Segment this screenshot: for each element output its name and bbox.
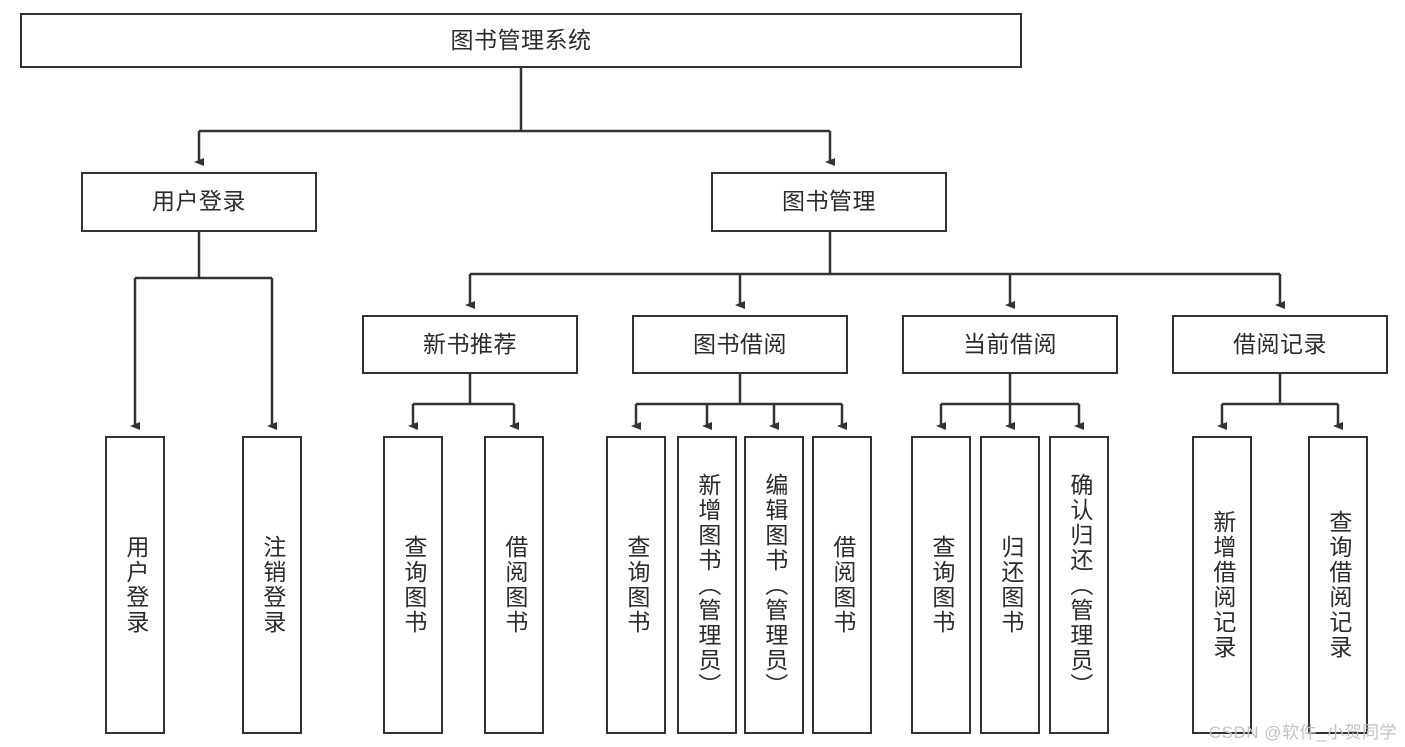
leaf-current-confirm-return-admin[interactable]: 确认归还（管理员） [1049, 436, 1109, 734]
node-book-borrow[interactable]: 图书借阅 [632, 315, 848, 374]
node-label: 注销登录 [259, 535, 286, 635]
leaf-record-query-record[interactable]: 查询借阅记录 [1308, 436, 1368, 734]
leaf-borrow-add-book-admin[interactable]: 新增图书（管理员） [677, 436, 737, 734]
leaf-current-return-book[interactable]: 归还图书 [980, 436, 1040, 734]
node-root-system[interactable]: 图书管理系统 [20, 13, 1022, 68]
node-borrow-record[interactable]: 借阅记录 [1172, 315, 1388, 374]
node-label: 当前借阅 [963, 330, 1057, 357]
leaf-borrow-borrow-book[interactable]: 借阅图书 [812, 436, 872, 734]
node-label: 图书管理系统 [450, 26, 592, 53]
node-current-borrow[interactable]: 当前借阅 [902, 315, 1118, 374]
leaf-current-query-book[interactable]: 查询图书 [911, 436, 971, 734]
node-label: 借阅图书 [829, 535, 856, 635]
node-label: 借阅记录 [1233, 330, 1327, 357]
node-label: 图书借阅 [693, 330, 787, 357]
node-label: 编辑图书（管理员） [761, 472, 788, 698]
node-label: 归还图书 [997, 535, 1024, 635]
node-user-login[interactable]: 用户登录 [81, 172, 317, 232]
node-label: 图书管理 [782, 188, 876, 215]
node-label: 查询图书 [400, 535, 427, 635]
node-label: 新增图书（管理员） [694, 472, 721, 698]
node-label: 查询图书 [928, 535, 955, 635]
node-label: 新增借阅记录 [1209, 510, 1236, 660]
node-label: 借阅图书 [501, 535, 528, 635]
leaf-logout[interactable]: 注销登录 [242, 436, 302, 734]
node-label: 确认归还（管理员） [1066, 472, 1093, 698]
leaf-user-login[interactable]: 用户登录 [105, 436, 165, 734]
node-label: 查询借阅记录 [1325, 510, 1352, 660]
node-label: 用户登录 [122, 535, 149, 635]
leaf-record-add-record[interactable]: 新增借阅记录 [1192, 436, 1252, 734]
leaf-borrow-query-book[interactable]: 查询图书 [606, 436, 666, 734]
node-book-management[interactable]: 图书管理 [711, 172, 947, 232]
node-label: 用户登录 [152, 188, 246, 215]
node-new-book-recommend[interactable]: 新书推荐 [362, 315, 578, 374]
leaf-recommend-borrow-book[interactable]: 借阅图书 [484, 436, 544, 734]
node-label: 查询图书 [623, 535, 650, 635]
leaf-borrow-edit-book-admin[interactable]: 编辑图书（管理员） [744, 436, 804, 734]
leaf-recommend-query-book[interactable]: 查询图书 [383, 436, 443, 734]
node-label: 新书推荐 [423, 330, 517, 357]
csdn-watermark: CSDN @软件_小贺同学 [1208, 723, 1397, 742]
